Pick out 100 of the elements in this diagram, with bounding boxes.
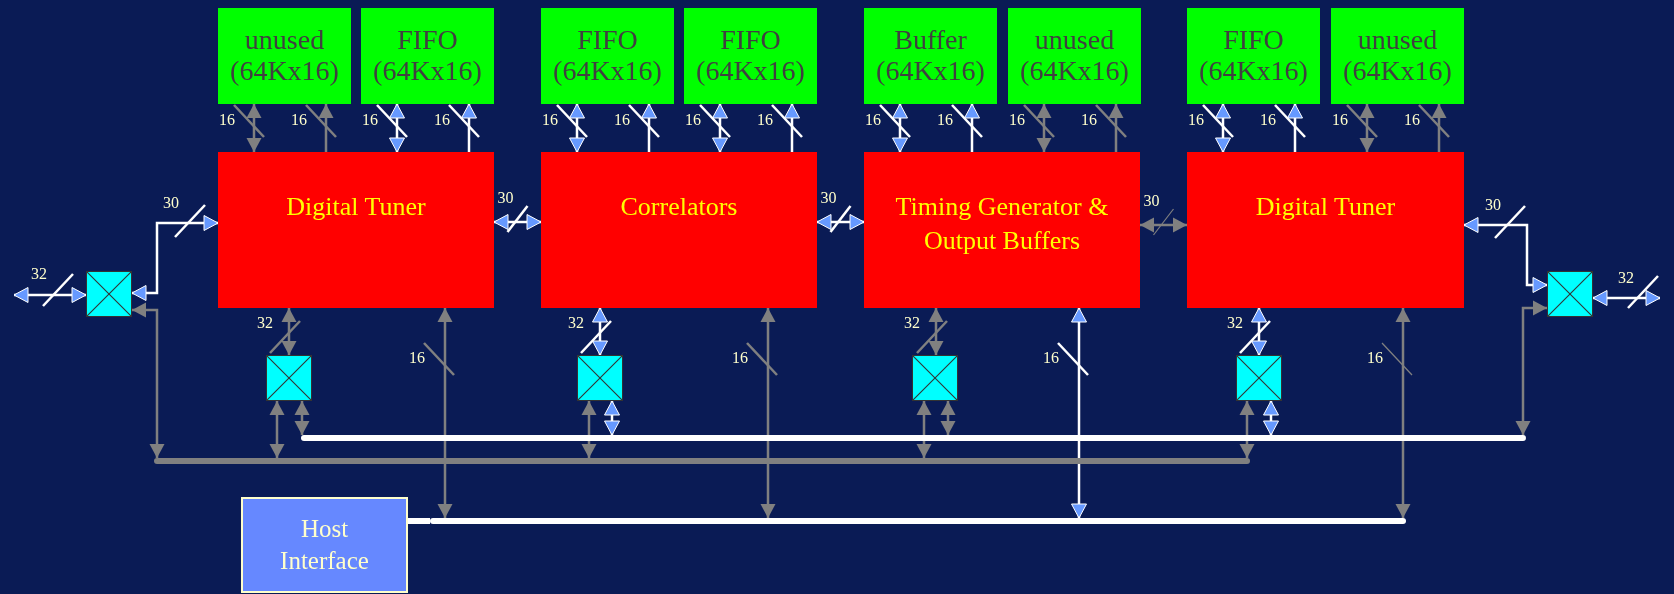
memory-label: FIFO (64Kx16) [372,25,483,87]
arrow [1215,103,1231,153]
bus-width-label: 32 [904,315,920,331]
memory-label: FIFO (64Kx16) [1198,25,1309,87]
memory-label: Buffer (64Kx16) [875,25,986,87]
arrow [131,215,219,301]
bus-bar [154,458,1250,464]
bus-width-label: 32 [1227,315,1243,331]
bus-width-label: 32 [31,266,47,282]
bus-width-label: 30 [497,190,514,206]
arrow [569,103,585,153]
interface-box [241,497,408,593]
arrow [1108,104,1124,152]
arrow [318,104,334,152]
bus-width-label: 16 [732,350,748,366]
bus-width-label: 16 [757,112,773,128]
arrow [13,287,87,303]
block-label: Correlators [620,191,738,223]
arrow [1431,104,1447,152]
memory-block [1187,8,1320,104]
memory-label: FIFO (64Kx16) [552,25,663,87]
bus-width-label: 16 [1188,112,1204,128]
switch-box [912,355,958,401]
arrow [1395,308,1411,518]
bus-width-label: 30 [163,195,179,211]
arrow [892,103,908,153]
bus-width-label: 16 [1009,112,1025,128]
bus-width-label: 16 [1367,350,1383,366]
arrow [1140,217,1187,233]
block-label: Digital Tuner [1255,191,1396,223]
arrow [1239,401,1255,458]
arrow [294,401,310,435]
arrow [281,308,297,355]
arrow [1592,290,1661,306]
memory-label: unused (64Kx16) [1342,25,1453,87]
arrow [784,103,800,152]
bus-bar [430,518,1406,524]
bus-bar [301,435,1526,441]
interface-label: Host Interface [279,513,370,576]
arrow [461,103,477,152]
arrow [437,308,453,518]
arrow [816,214,865,230]
arrow [132,302,165,458]
bus-width-label: 16 [409,350,425,366]
block-label: Timing Generator & Output Buffers [894,191,1110,257]
processing-block [1187,152,1464,308]
arrow [641,103,657,152]
switch-box [1547,271,1593,317]
arrow [1036,104,1052,152]
arrow [581,401,597,458]
bus-width-label: 16 [291,112,307,128]
memory-block [1008,8,1141,104]
memory-block [218,8,351,104]
bus-width-label: 16 [614,112,630,128]
memory-block [864,8,997,104]
arrow [940,401,956,435]
switch-box [266,355,312,401]
arrow [389,103,405,153]
switch-box [577,355,623,401]
bus-width-label: 30 [1143,193,1160,209]
bus-width-label: 16 [362,112,378,128]
arrow [493,214,542,230]
arrow [604,400,620,436]
memory-block [361,8,494,104]
arrow [1463,217,1548,293]
connector-line [408,518,430,524]
memory-block [541,8,674,104]
bus-width-label: 32 [257,315,273,331]
memory-block [684,8,817,104]
memory-label: FIFO (64Kx16) [695,25,806,87]
bus-width-label: 16 [865,112,881,128]
memory-label: unused (64Kx16) [229,25,340,87]
arrow [246,104,262,152]
block-label: Digital Tuner [286,191,426,223]
arrow [269,401,285,458]
bus-width-label: 16 [685,112,701,128]
arrow [1515,300,1547,435]
arrow [964,103,980,152]
arrow [712,103,728,153]
arrow [1071,307,1087,519]
switch-box [86,271,132,317]
arrow [592,307,608,356]
arrow [1251,307,1267,356]
bus-width-label: 30 [820,190,837,206]
switch-box [1236,355,1282,401]
bus-width-label: 16 [219,112,235,128]
bus-width-label: 16 [937,112,953,128]
bus-width-label: 16 [1332,112,1348,128]
bus-width-label: 32 [1618,270,1634,286]
bus-width-label: 16 [1260,112,1276,128]
bus-width-label: 16 [1081,112,1097,128]
arrow [1359,104,1375,152]
arrow [1287,103,1303,152]
processing-block [541,152,817,308]
bus-width-label: 16 [434,112,450,128]
bus-width-label: 16 [542,112,558,128]
memory-block [1331,8,1464,104]
arrow [928,308,944,355]
bus-width-label: 32 [568,315,584,331]
arrow [760,308,776,518]
